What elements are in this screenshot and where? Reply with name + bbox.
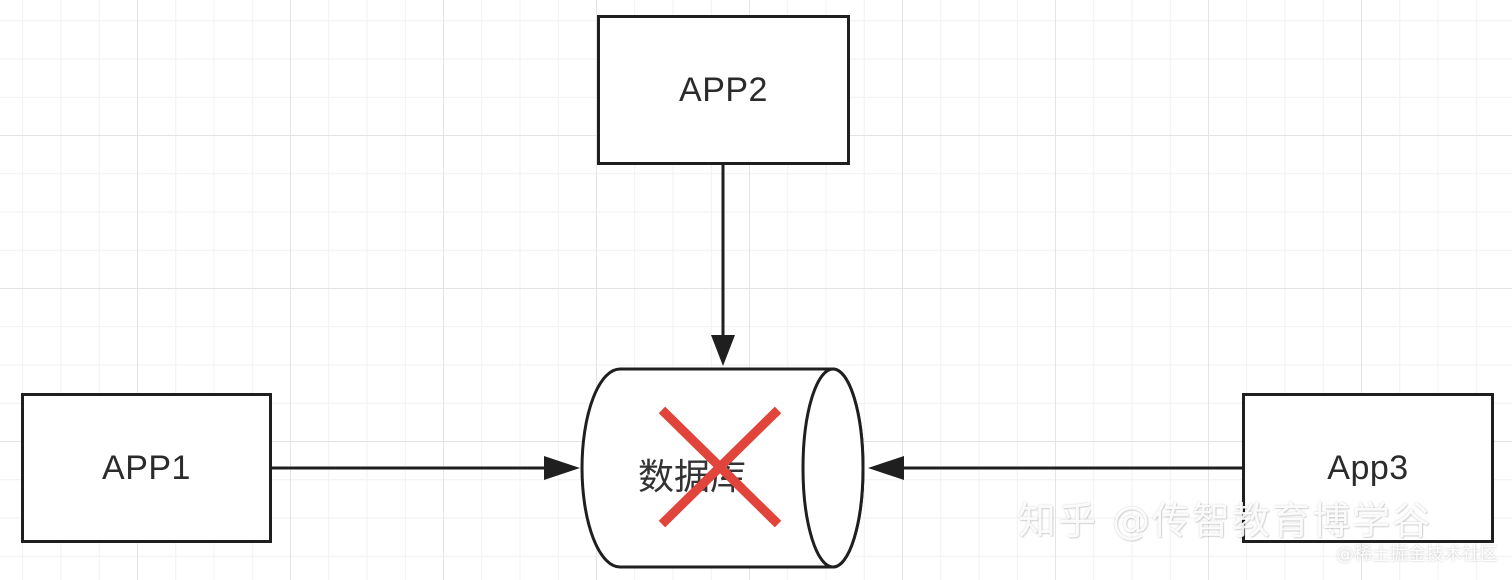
app2-label: APP2: [679, 70, 768, 109]
arrow-app2-to-database: [711, 165, 735, 366]
watermark-main: 知乎 @传智教育博学谷: [1018, 499, 1433, 543]
app3-label: App3: [1327, 448, 1409, 487]
app3-node: App3: [1242, 393, 1494, 543]
app1-label: APP1: [102, 448, 191, 487]
arrow-app1-to-database: [272, 456, 580, 480]
app2-node: APP2: [597, 15, 850, 165]
arrow-app3-to-database: [868, 456, 1242, 480]
app1-node: APP1: [21, 393, 272, 543]
watermark-sub: @稀土掘金技术社区: [1336, 544, 1498, 565]
